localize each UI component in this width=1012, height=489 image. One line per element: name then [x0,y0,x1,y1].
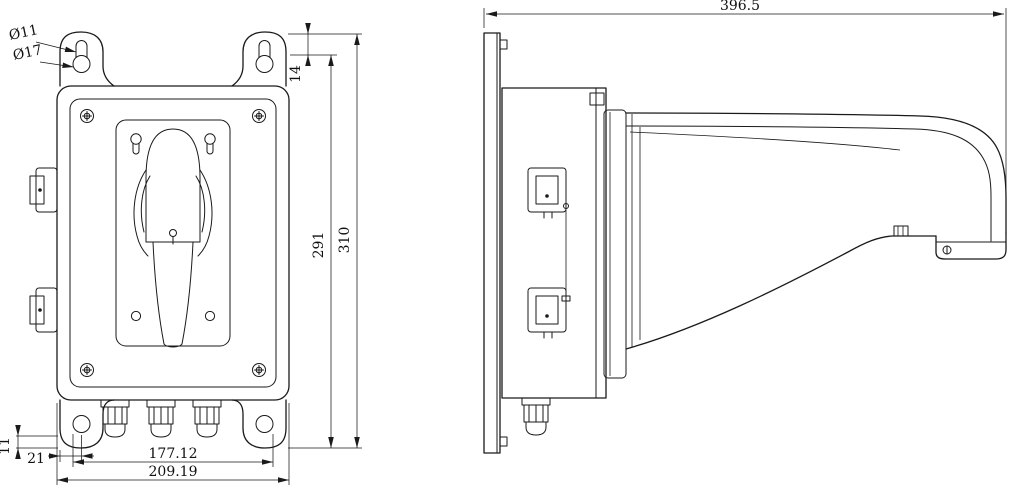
dim-text-ear-slot: 14 [288,65,304,83]
mount-ear-bottom-right [231,399,287,449]
lid-screw [252,109,266,123]
lid-screw [80,109,94,123]
spring-wing-right [195,169,213,257]
arrowhead [328,437,334,448]
arm-accent-line [629,131,901,151]
dim-text-foot-vertical: 11 [0,437,13,455]
set-screw-boss [893,225,909,237]
plate-slot-hole-right [204,133,216,155]
mount-ear-top-left [59,31,115,87]
arrowhead [73,459,84,465]
arrowhead [64,46,77,55]
side-view [483,32,1007,454]
side-latch-lower-profile [527,287,567,339]
arrowhead [262,459,273,465]
arm-bottom-outline [625,235,937,350]
dim-text-hole-span: 177.12 [149,446,198,462]
arm-base-plate [603,109,627,379]
dim-overall-height: 310 [288,33,362,449]
lid-screw [80,363,94,377]
label-dia-small: Ø11 [8,22,77,55]
side-latch-upper [29,167,58,213]
dim-arm-length: 396.5 [483,0,1007,196]
plate-hole-right [204,310,216,322]
arrowhead [81,453,93,459]
arm-top-outline [625,112,1007,234]
camera-cap [935,232,1007,260]
box-top-bracket [589,92,605,106]
lid-screw [252,363,266,377]
arrowhead [354,437,360,448]
arrowhead [57,477,68,483]
keyhole-slot-right [255,40,274,73]
plate-leg-left [152,241,165,345]
arrowhead [486,11,497,17]
dim-text-body-height: 291 [311,232,327,259]
arrowhead [15,448,21,459]
plate-hole-left [130,310,142,322]
dim-foot-vertical: 11 [0,425,58,459]
plate-notch-bottom [499,436,508,447]
dim-text-arm-length: 396.5 [720,0,760,14]
mount-plate [115,119,231,347]
arrowhead [62,62,74,70]
side-latch-lower [29,287,58,333]
cable-gland [146,399,176,438]
dim-mount-hole-span: 177.12 [72,434,274,467]
arrowhead [49,453,60,459]
dome-profile [145,128,201,243]
dim-text-overall-height: 310 [337,227,353,254]
arrowhead [15,425,21,436]
mount-hole-bottom-left [72,415,91,433]
dim-overall-width: 209.19 [56,403,290,485]
lid-outline [69,98,277,388]
side-latch-upper-profile [527,167,567,219]
mount-hole-bottom-right [255,415,274,433]
spring-wing-left [133,169,151,257]
arrowhead [305,23,311,34]
arrowhead [328,55,334,66]
box-side-profile [501,87,607,399]
dim-foot-horizontal: 21 [27,435,94,467]
dim-body-height: 291 [290,54,337,448]
dim-ear-slot-depth: 14 [288,23,311,83]
arm-joint-lines [631,114,641,347]
cable-gland [192,399,222,438]
arrowhead [278,477,289,483]
front-view [29,31,290,449]
cable-gland-side [521,397,551,436]
arrowhead [354,34,360,45]
label-dia-large: Ø17 [12,42,74,70]
dia-small-text: Ø11 [8,22,40,44]
mount-ear-top-right [231,31,287,87]
plate-notch-top [499,39,508,50]
wall-plate [483,32,501,454]
plate-leg-bottom [163,343,183,348]
dim-text-overall-width: 209.19 [149,464,198,480]
dim-text-foot-horizontal: 21 [27,451,45,467]
dia-large-text: Ø17 [12,42,44,64]
arrowhead [305,55,311,66]
set-screw-lines [897,226,904,236]
mount-ear-bottom-left [59,399,115,449]
plate-slot-hole-left [130,133,142,155]
keyhole-slot-left [72,40,91,73]
arm-top-inner-line [625,125,992,242]
plate-leg-right [181,241,194,345]
dome-hook-hole [169,229,177,237]
arrowhead [993,11,1004,17]
